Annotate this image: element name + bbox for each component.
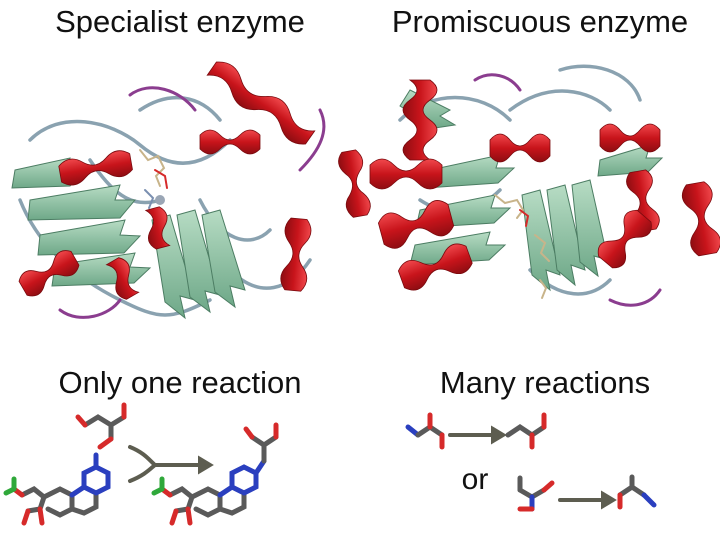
product-molecule-icon xyxy=(617,474,657,510)
specialist-title: Specialist enzyme xyxy=(55,4,305,39)
specialist-protein-icon xyxy=(11,61,371,320)
reaction-arrow xyxy=(128,445,214,483)
substrate-molecule-icon xyxy=(517,475,555,512)
or-label: or xyxy=(461,463,489,496)
specialist-subtitle: Only one reaction xyxy=(58,365,302,400)
product-molecule-icon xyxy=(505,412,547,450)
reaction-arrow xyxy=(558,490,617,510)
cofactor-molecule-icon xyxy=(3,452,111,526)
promiscuous-subtitle: Many reactions xyxy=(439,365,651,400)
promiscuous-protein-icon xyxy=(369,64,720,307)
single-reaction-scheme xyxy=(3,402,279,526)
reaction-arrow xyxy=(448,425,507,445)
promiscuous-title: Promiscuous enzyme xyxy=(391,4,689,39)
substrate-molecule-icon xyxy=(405,412,445,450)
multiple-reactions-scheme xyxy=(405,412,657,512)
product-molecule-icon xyxy=(151,422,279,526)
substrate-molecule-icon xyxy=(75,402,127,450)
